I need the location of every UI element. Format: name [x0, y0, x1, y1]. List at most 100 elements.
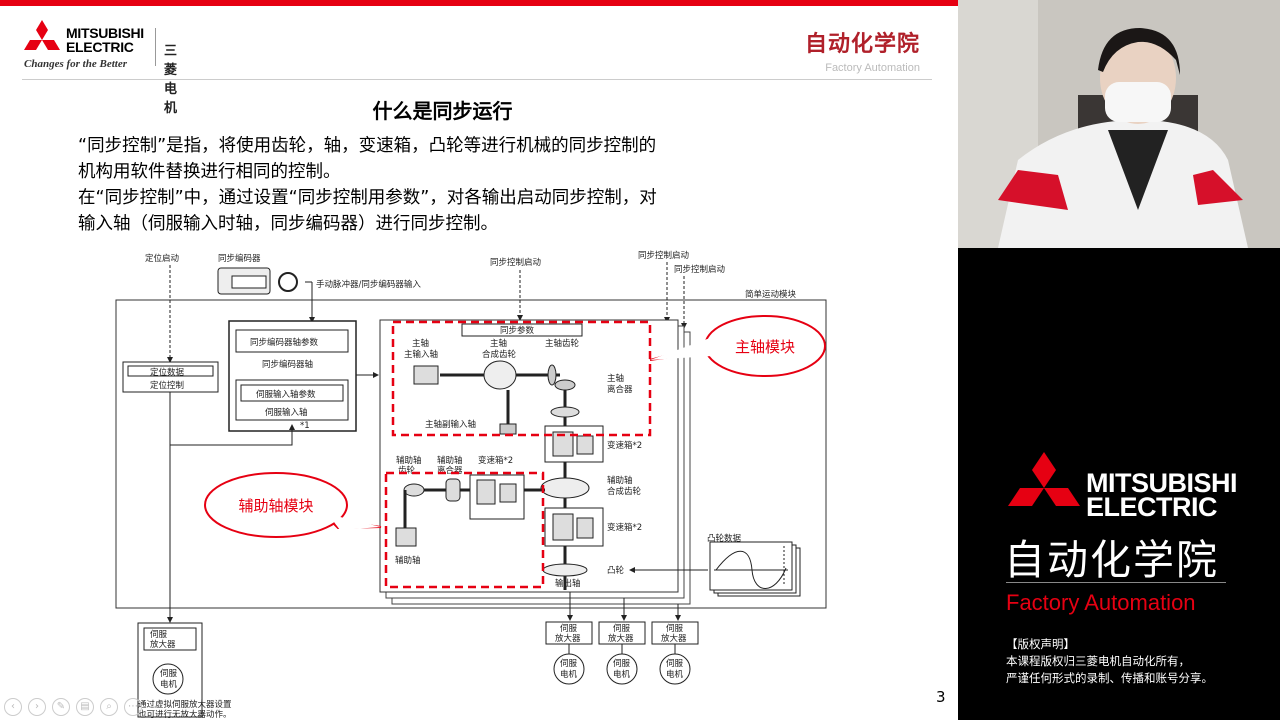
servo-group-1: 伺服 放大器 伺服 电机: [545, 621, 593, 685]
panel-brand-line-2: ELECTRIC: [1086, 492, 1218, 522]
main-comp-label-1: 主轴: [490, 338, 507, 349]
servo-amp-label-2: 放大器: [608, 633, 634, 644]
top-red-bar: [0, 0, 958, 6]
more-icon[interactable]: ⋯: [124, 698, 142, 716]
sync-param-label: 同步参数: [500, 325, 535, 336]
sync-start-label-3: 同步控制启动: [674, 264, 726, 275]
header-divider: [22, 79, 932, 80]
brand-line-2: ELECTRIC: [66, 39, 134, 55]
presentation-toolbar: ‹ › ✎ ▤ ⌕ ⋯: [4, 698, 142, 716]
sync-encoder-label: 同步编码器: [218, 253, 261, 264]
servo-amp-label-1: 伺服: [613, 623, 631, 634]
aux-clutch-label-1: 辅助轴: [437, 455, 463, 466]
servo-motor-label-2: 电机: [560, 669, 578, 680]
page-number: 3: [936, 688, 946, 706]
slides-icon[interactable]: ▤: [76, 698, 94, 716]
academy-header: 自动化学院 Factory Automation: [805, 26, 920, 74]
servo-motor-label-2: 电机: [666, 669, 684, 680]
sync-control-diagram: 简单运动模块 定位启动 同步编码器 手动脉冲器/同步编码器输入 同步控制启动 同…: [115, 250, 827, 720]
gearbox-label-1: 变速箱*2: [607, 440, 642, 451]
brand-panel: MITSUBISHI ELECTRIC 自动化学院 Factory Automa…: [958, 248, 1280, 720]
panel-academy-cn: 自动化学院: [1004, 536, 1219, 584]
brand-line-1: MITSUBISHI: [66, 25, 144, 41]
main-clutch-label-2: 离合器: [607, 384, 633, 395]
slide-title: 什么是同步运行: [372, 99, 513, 123]
paragraph-line: “同步控制”是指，将使用齿轮，轴，变速箱，凸轮等进行机械的同步控制的: [78, 136, 657, 156]
main-module-highlight: [391, 320, 652, 437]
prev-icon[interactable]: ‹: [4, 698, 22, 716]
main-module-callout-label: 主轴模块: [735, 338, 795, 356]
servo-group-3: 伺服 放大器 伺服 电机: [651, 621, 699, 685]
aux-module-callout: 辅助轴模块: [204, 472, 382, 538]
cam-data-label: 凸轮数据: [707, 533, 742, 544]
aux-gear-label-1: 辅助轴: [396, 455, 422, 466]
servo-motor-label-2: 电机: [160, 679, 178, 690]
aux-clutch-label-2: 离合器: [437, 465, 463, 476]
manual-pulser-icon: [278, 272, 298, 292]
enc-axis-label: 同步编码器轴: [262, 359, 313, 370]
tagline: Changes for the Better: [24, 58, 127, 70]
virtual-note-2: 也可进行无放大器动作。: [138, 709, 232, 720]
copyright-line-1: 本课程版权归三菱电机自动化所有，: [1006, 654, 1190, 668]
paragraph-line: 在“同步控制”中，通过设置“同步控制用参数”，对各输出启动同步控制，对: [78, 188, 657, 208]
webcam-video: [958, 0, 1280, 248]
copyright-notice: 【版权声明】 本课程版权归三菱电机自动化所有， 严谨任何形式的录制、传播和账号分…: [1006, 636, 1213, 687]
cam-label: 凸轮: [607, 565, 625, 576]
servo-motor-label-1: 伺服: [560, 658, 578, 669]
main-comp-label-2: 合成齿轮: [482, 349, 517, 360]
note-1-label: *1: [300, 421, 310, 431]
copyright-title: 【版权声明】: [1006, 637, 1075, 651]
servo-in-param-label: 伺服输入轴参数: [256, 389, 316, 400]
logo-divider: [155, 28, 156, 66]
servo-amp-label-1: 伺服: [666, 623, 684, 634]
servo-group-2: 伺服 放大器 伺服 电机: [598, 621, 646, 685]
academy-cn: 自动化学院: [804, 32, 920, 57]
servo-amp-label-1: 伺服: [560, 623, 578, 634]
aux-module-highlight: [384, 471, 545, 589]
sync-start-label-2: 同步控制启动: [638, 250, 690, 261]
servo-motor-label-1: 伺服: [666, 658, 684, 669]
simple-motion-label: 简单运动模块: [745, 289, 797, 300]
servo-motor-label-2: 电机: [613, 669, 631, 680]
zoom-icon[interactable]: ⌕: [100, 698, 118, 716]
virtual-note-1: 通过虚拟伺服放大器设置: [138, 699, 232, 710]
servo-motor-label-1: 伺服: [613, 658, 631, 669]
panel-divider: [1006, 582, 1226, 583]
pos-control-label: 定位控制: [150, 380, 184, 391]
panel-brand-line-1: MITSUBISHI: [1086, 468, 1238, 498]
servo-amp-label-2: 放大器: [661, 633, 687, 644]
pen-icon[interactable]: ✎: [52, 698, 70, 716]
slide: MITSUBISHI ELECTRIC 三菱电机 Changes for the…: [0, 0, 958, 720]
pos-data-label: 定位数据: [150, 367, 185, 378]
servo-group-left: 伺服 放大器 伺服 电机: [137, 622, 203, 718]
slide-paragraph: “同步控制”是指，将使用齿轮，轴，变速箱，凸轮等进行机械的同步控制的 机构用软件…: [78, 133, 798, 237]
aux-axis-label: 辅助轴: [395, 555, 421, 566]
main-module-callout: 主轴模块: [649, 315, 826, 377]
servo-motor-label-1: 伺服: [160, 668, 178, 679]
aux-gear-label-2: 齿轮: [398, 465, 416, 476]
gearbox-top-label: 变速箱*2: [478, 455, 513, 466]
output-axis-label: 输出轴: [555, 578, 581, 589]
brand-cn: 三菱电机: [164, 44, 178, 116]
next-icon[interactable]: ›: [28, 698, 46, 716]
manual-pulse-label: 手动脉冲器/同步编码器输入: [316, 279, 421, 290]
servo-amp-label-2: 放大器: [555, 633, 581, 644]
main-input-label-1: 主轴: [412, 338, 429, 349]
enc-axis-param-label: 同步编码器轴参数: [250, 337, 319, 348]
main-clutch-label-1: 主轴: [607, 373, 624, 384]
panel-academy-en: Factory Automation: [1006, 590, 1196, 615]
sync-start-label-1: 同步控制启动: [490, 257, 542, 268]
aux-comp-label-2: 合成齿轮: [607, 486, 642, 497]
main-input-label-2: 主输入轴: [404, 349, 438, 360]
three-diamonds-icon: [1008, 452, 1080, 506]
servo-amp-label-2: 放大器: [150, 639, 176, 650]
copyright-line-2: 严谨任何形式的录制、传播和账号分享。: [1006, 671, 1213, 685]
servo-amp-label-1: 伺服: [150, 629, 168, 640]
servo-in-axis-label: 伺服输入轴: [265, 407, 308, 418]
academy-en: Factory Automation: [825, 62, 920, 74]
aux-module-callout-label: 辅助轴模块: [238, 497, 313, 515]
cam-data-box: [709, 541, 793, 591]
gearbox-label-2: 变速箱*2: [607, 522, 642, 533]
three-diamonds-icon: [24, 20, 60, 50]
main-sub-input-label: 主轴副输入轴: [425, 419, 476, 430]
